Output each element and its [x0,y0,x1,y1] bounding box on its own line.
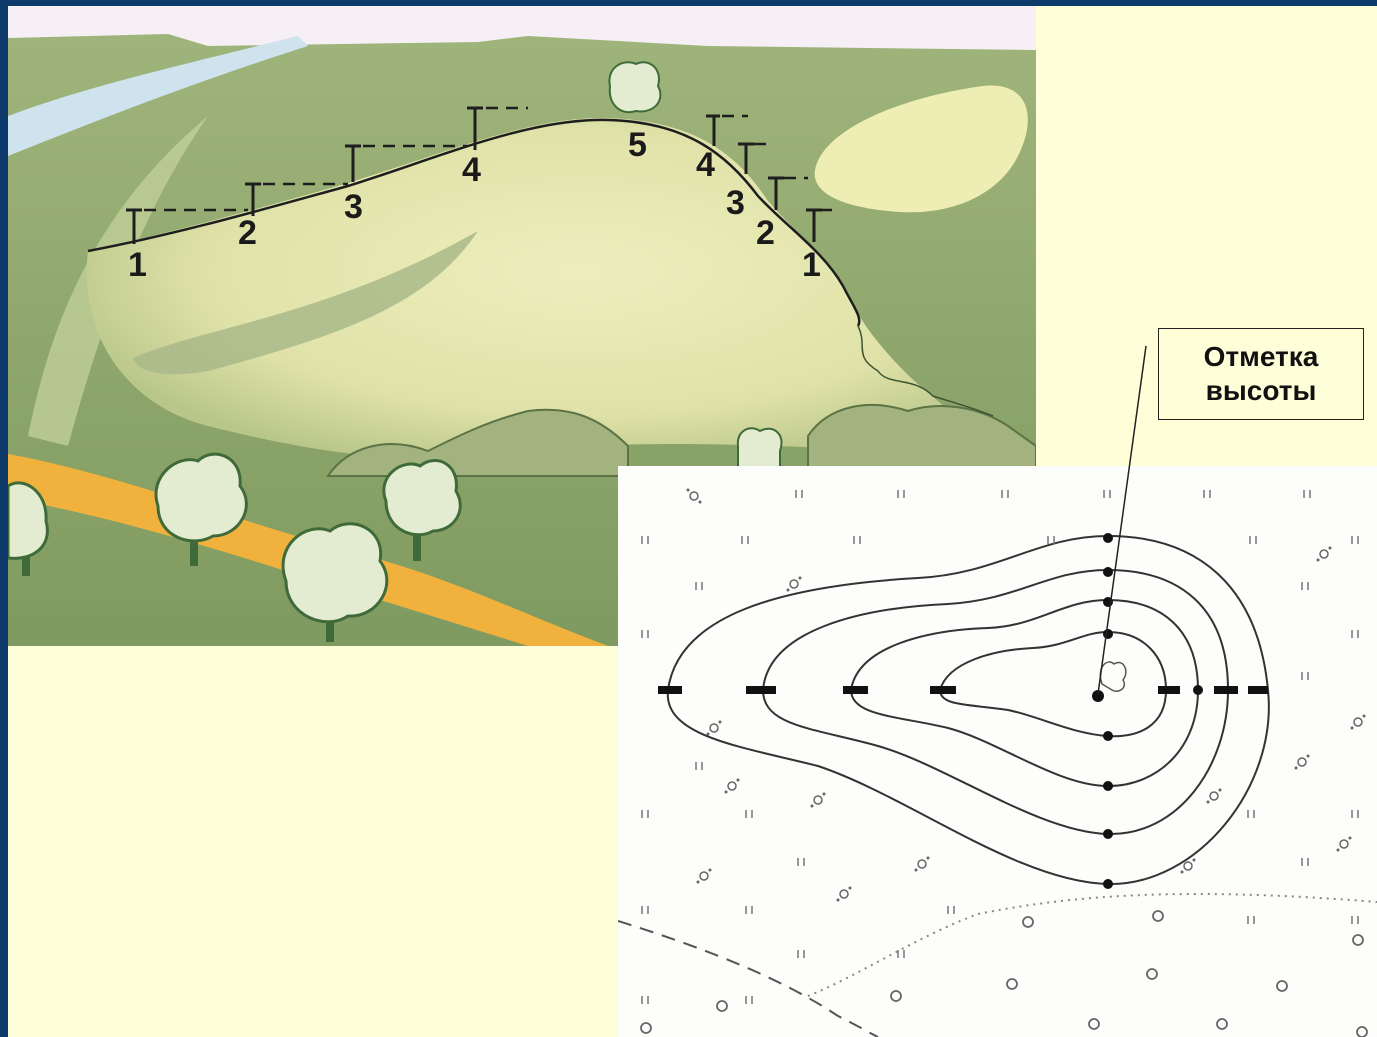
level-dashes [144,106,832,212]
bushes-right [807,404,1036,477]
level-label-left-2: 2 [238,214,257,252]
tree-symbol [1099,661,1127,692]
level-label-left-1: 1 [128,246,147,284]
leveling-marks [126,106,822,244]
tree [736,427,783,469]
river [8,36,308,156]
level-label-left-4: 4 [462,151,481,189]
tree [281,522,389,642]
level-label-right-2: 2 [756,214,775,252]
footpath [618,920,879,1037]
contour-line-4 [938,630,1168,738]
terrain-edge-line [857,325,994,417]
hill-profile-line [87,118,861,327]
elevation-mark-point [1092,690,1104,702]
contour-line-1 [666,534,1270,886]
forest-symbols [640,910,1368,1037]
contour-line-2 [761,568,1230,836]
bushes [326,408,629,477]
hill-body [86,117,989,459]
shrub-dots [686,488,1366,902]
level-label-right-1: 1 [802,246,821,284]
tree [382,459,462,561]
tree [608,61,662,114]
contour-line-3 [849,598,1200,788]
level-label-right-3: 3 [726,184,745,222]
elevation-mark-callout: Отметка высоты [1158,328,1364,420]
callout-line-2: высоты [1205,375,1317,406]
tree [8,481,49,576]
contour-map [618,466,1377,1037]
elevation-points [1092,533,1203,889]
level-label-right-4: 4 [696,146,715,184]
callout-line-1: Отметка [1203,341,1319,372]
pond [814,85,1028,213]
level-label-top-5: 5 [628,126,647,164]
forest-boundary [807,893,1377,997]
level-label-left-3: 3 [344,188,363,226]
hill-shadow [133,231,478,375]
tree [154,452,248,566]
shrub-symbols [689,491,1363,899]
slide: 1 2 3 4 5 4 3 2 1 [8,6,1377,1037]
meadow-symbols [641,490,1359,1004]
contour-lines [666,534,1270,886]
